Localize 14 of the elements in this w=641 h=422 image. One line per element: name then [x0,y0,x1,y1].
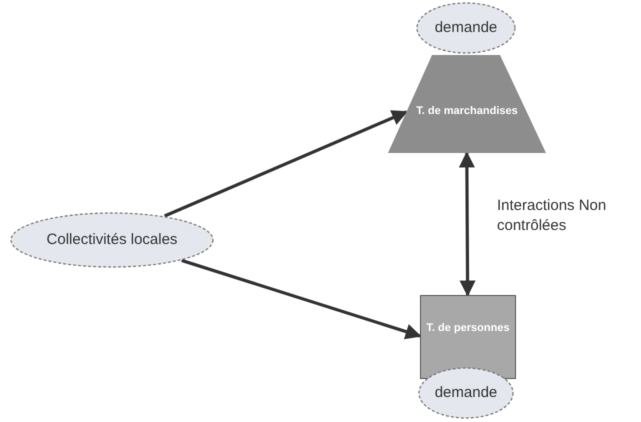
node-label: T. de marchandises [416,104,518,118]
node-label: Collectivités locales [46,231,178,249]
node-label: demande [434,384,498,402]
node-label: T. de personnes [426,322,510,334]
arrow [458,151,476,297]
process-box [420,295,516,379]
edge-label: Interactions Non contrôlées [497,196,608,235]
arrow [181,258,422,340]
trapezoid-node [388,55,546,153]
node-label: demande [434,19,498,37]
arrow [164,110,408,218]
ellipse-node [416,2,516,54]
ellipse-node [10,212,214,268]
ellipse-node [418,367,514,419]
